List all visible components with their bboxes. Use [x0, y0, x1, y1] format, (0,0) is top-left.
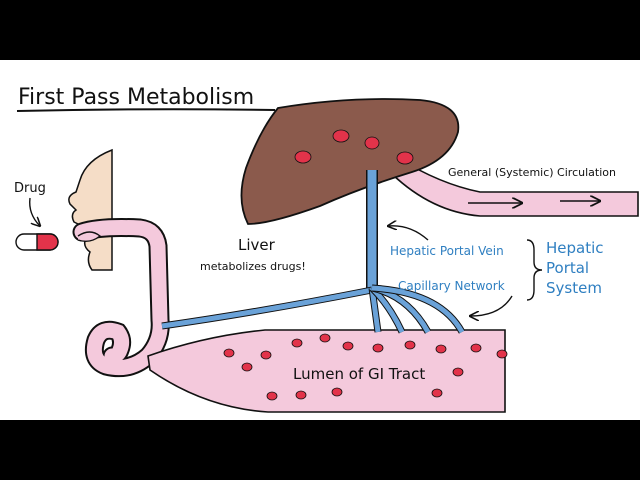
diagram-title: First Pass Metabolism	[18, 85, 254, 110]
drug-particle	[431, 388, 443, 398]
drug-particle	[331, 387, 343, 397]
drug-particle	[319, 333, 331, 343]
capillary-network-branches	[368, 284, 466, 334]
gi-drug-particles	[223, 333, 508, 401]
title-underline	[16, 108, 276, 112]
drug-particle	[496, 349, 508, 359]
drug-particle	[372, 343, 384, 353]
pill-icon	[15, 233, 59, 251]
gi-tract	[147, 329, 506, 413]
drug-particle	[435, 344, 447, 354]
liver-drug-particles	[294, 129, 414, 165]
drug-particle	[241, 362, 253, 372]
drug-particle	[470, 343, 482, 353]
mouth	[77, 231, 102, 243]
drug-particle	[396, 151, 414, 165]
hepatic-portal-vein-pointer	[388, 226, 429, 241]
esophagus-stomach-fill	[74, 220, 168, 376]
drug-particle	[332, 129, 350, 143]
hepatic-portal-vein-label: Hepatic Portal Vein	[390, 244, 504, 258]
liver-note: metabolizes drugs!	[200, 260, 306, 273]
general-circulation-label: General (Systemic) Circulation	[448, 166, 616, 179]
drug-particle	[266, 391, 278, 401]
liver-label: Liver	[238, 236, 276, 254]
hepatic-portal-system-label-line2: Portal	[546, 259, 589, 277]
drug-pointer-arrow	[29, 197, 40, 226]
hepatic-portal-system-label-line3: System	[546, 279, 602, 297]
hepatic-portal-system-label-line1: Hepatic	[546, 239, 604, 257]
hepatic-portal-vein	[161, 170, 466, 334]
drug-label: Drug	[14, 181, 46, 196]
drug-particle	[452, 367, 464, 377]
drug-particle	[295, 390, 307, 400]
drug-particle	[294, 150, 312, 164]
drug-particle	[342, 341, 354, 351]
drug-particle	[364, 136, 380, 150]
drug-particle	[291, 338, 303, 348]
capillary-network-pointer	[470, 295, 513, 316]
drug-particle	[404, 340, 416, 350]
gi-lumen-label: Lumen of GI Tract	[293, 365, 425, 383]
flow-arrows	[468, 201, 600, 203]
system-bracket	[526, 239, 543, 301]
drug-particle	[260, 350, 272, 360]
drug-particle	[223, 348, 235, 358]
capillary-network-label: Capillary Network	[398, 279, 505, 293]
